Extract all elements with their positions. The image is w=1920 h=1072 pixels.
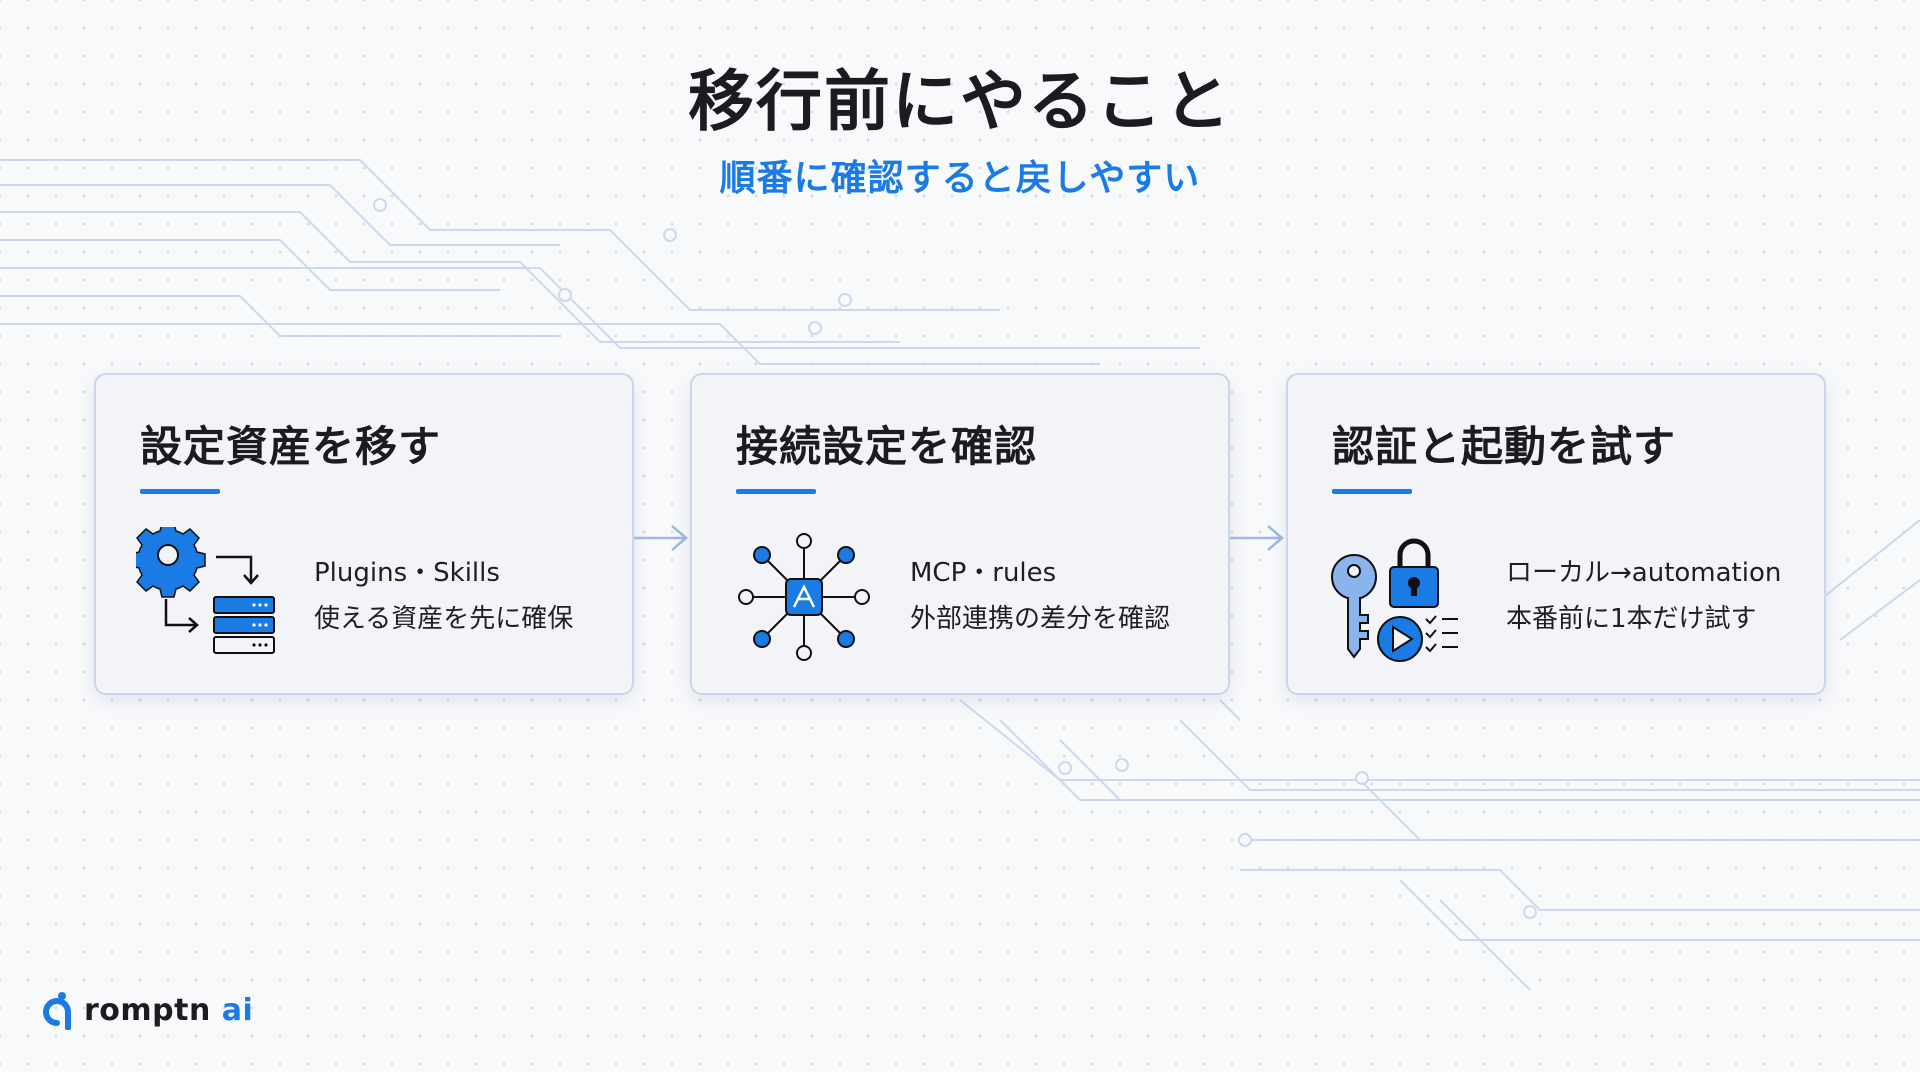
card-line-1: Plugins・Skills [314, 558, 500, 588]
card-line-2: 使える資産を先に確保 [314, 604, 574, 634]
card-description: Plugins・Skills 使える資産を先に確保 [314, 550, 573, 642]
card-underline [736, 489, 816, 494]
card-title: 設定資産を移す [140, 422, 442, 471]
card-underline [140, 489, 220, 494]
step-card-2: 接続設定を確認 MCP・rules 外部連携の差分を確認 [690, 373, 1230, 695]
header: 移行前にやること 順番に確認すると戻しやすい [0, 62, 1920, 201]
card-line-1: ローカル→automation [1506, 558, 1782, 588]
card-line-2: 本番前に1本だけ試す [1506, 604, 1757, 634]
card-line-1: MCP・rules [910, 558, 1057, 588]
brand-logo: romptn ai [40, 990, 253, 1030]
page-title: 移行前にやること [688, 63, 1232, 140]
logo-text: romptn ai [84, 993, 253, 1028]
step-card-3: 認証と起動を試す ローカル→automation 本番前に1本だけ試す [1286, 373, 1826, 695]
arrow-right-icon [1230, 525, 1284, 551]
logo-suffix: ai [221, 992, 254, 1028]
card-description: ローカル→automation 本番前に1本だけ試す [1506, 550, 1781, 642]
card-title: 接続設定を確認 [736, 422, 1038, 471]
card-underline [1332, 489, 1412, 494]
logo-name: romptn [84, 992, 211, 1028]
step-card-1: 設定資産を移す Plugins・Skills 使える資産を先に確保 [94, 373, 634, 695]
arrow-right-icon [634, 525, 688, 551]
page-subtitle: 順番に確認すると戻しやすい [719, 158, 1201, 200]
network-hub-icon [738, 533, 870, 661]
card-title: 認証と起動を試す [1332, 422, 1677, 471]
card-description: MCP・rules 外部連携の差分を確認 [910, 550, 1170, 642]
card-line-2: 外部連携の差分を確認 [910, 604, 1171, 634]
logo-mark-icon [43, 992, 71, 1030]
gear-server-icon [136, 527, 275, 654]
key-lock-play-icon [1331, 538, 1458, 662]
